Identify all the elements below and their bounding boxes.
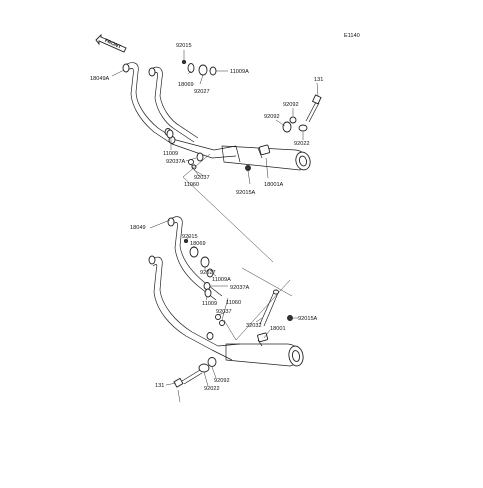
label-92015A-top: 92015A xyxy=(236,190,256,196)
part-92037A-top xyxy=(196,152,204,162)
front-arrow-icon: FRONT xyxy=(95,33,127,53)
part-11009-top xyxy=(166,129,174,139)
label-11060-top: 11060 xyxy=(184,182,199,188)
label-131-top: 131 xyxy=(314,77,323,83)
part-92015A-top xyxy=(245,165,251,171)
part-11009A-bot xyxy=(206,268,214,278)
part-92092-a xyxy=(289,116,297,124)
label-92022-top: 92022 xyxy=(294,141,310,147)
part-92037-bot xyxy=(215,314,221,320)
label-92037A-bot: 92037A xyxy=(230,285,250,291)
label-92037-bot: 92037 xyxy=(216,309,232,315)
part-11009-bot xyxy=(204,288,212,298)
label-92037-top: 92037 xyxy=(194,175,210,181)
label-11009-bot: 11009 xyxy=(202,301,217,307)
label-18049: 18049 xyxy=(130,225,146,231)
front-label: FRONT xyxy=(104,38,122,50)
part-92092-b xyxy=(282,121,292,133)
upper-muffler-18001A xyxy=(221,144,311,171)
label-92027-bot: 92027 xyxy=(200,270,216,276)
part-131-bolt-bot xyxy=(173,369,203,388)
part-11009A-top xyxy=(209,66,217,76)
part-92027-bot xyxy=(200,256,210,268)
part-131-bolt-top xyxy=(305,94,322,123)
label-18001A: 18001A xyxy=(264,182,284,188)
label-11009-top: 11009 xyxy=(163,151,178,157)
label-32032: 32032 xyxy=(246,323,262,329)
part-92015-bot xyxy=(183,238,189,244)
label-11060-bot: 11060 xyxy=(226,300,241,306)
part-18069-bot xyxy=(189,246,199,258)
label-92092-bot: 92092 xyxy=(214,378,230,384)
lower-muffler-18001 xyxy=(225,332,304,367)
part-18069-top xyxy=(187,63,195,73)
label-92022-bot: 92022 xyxy=(204,386,220,392)
label-92015-top: 92015 xyxy=(176,43,192,49)
label-92092-b: 92092 xyxy=(264,114,280,120)
label-18069-top: 18069 xyxy=(178,82,194,88)
label-18001: 18001 xyxy=(270,326,286,332)
label-92037A-top: 92037A xyxy=(166,159,186,165)
part-92015A-bot xyxy=(287,315,293,321)
part-92022-bot xyxy=(198,363,210,373)
part-92015-top xyxy=(181,59,187,65)
part-92022-top xyxy=(298,124,308,132)
part-32032-rod xyxy=(259,289,279,327)
part-92092-bot xyxy=(207,357,217,367)
label-92027-top: 92027 xyxy=(194,89,210,95)
part-92037A-bot xyxy=(203,282,211,290)
label-18069-bot: 18069 xyxy=(190,241,206,247)
label-18049A: 18049A xyxy=(90,76,110,82)
part-11060-bot xyxy=(219,320,225,326)
upper-exhaust-pipe-18049A xyxy=(122,62,237,159)
label-92092-a: 92092 xyxy=(283,102,299,108)
label-131-bot: 131 xyxy=(155,383,164,389)
label-92015A-bot: 92015A xyxy=(298,316,318,322)
part-92027-top xyxy=(198,64,208,76)
diagram-code: E1140 xyxy=(344,33,360,39)
label-11009A-bot: 11009A xyxy=(212,277,231,283)
label-92015-bot: 92015 xyxy=(182,234,198,240)
label-11009A-top: 11009A xyxy=(230,69,249,75)
